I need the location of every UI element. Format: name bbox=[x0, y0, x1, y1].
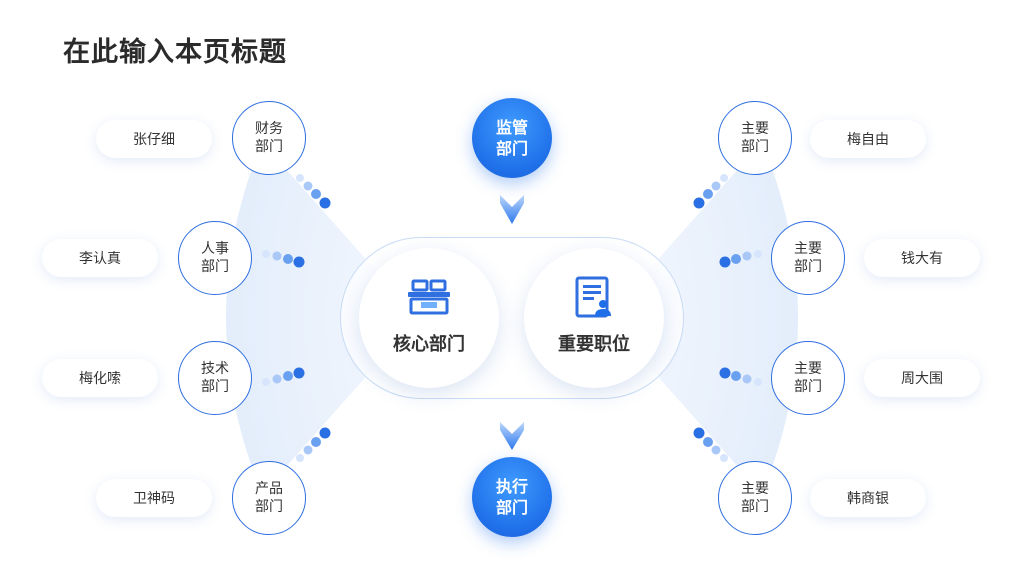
connector-dots-left-2 bbox=[262, 250, 305, 268]
toolbox-icon bbox=[408, 279, 450, 315]
right-fan bbox=[606, 142, 798, 494]
person-pill-right-1: 梅自由 bbox=[810, 120, 926, 158]
connector-dots-left-3 bbox=[262, 367, 305, 386]
connector-dots-right-4 bbox=[693, 427, 728, 462]
person-pill-left-4: 卫神码 bbox=[96, 479, 212, 517]
dept-label: 产品部门 bbox=[255, 481, 283, 515]
bottom-node-label: 执行部门 bbox=[495, 477, 528, 517]
dept-node-main-2[interactable]: 主要部门 bbox=[771, 221, 845, 295]
dept-node-product[interactable]: 产品部门 bbox=[232, 461, 306, 535]
dept-node-hr[interactable]: 人事部门 bbox=[178, 221, 252, 295]
left-fan bbox=[226, 142, 418, 494]
page-title: 在此输入本页标题 bbox=[63, 37, 287, 68]
dept-label: 技术部门 bbox=[201, 361, 229, 395]
connector-dots-right-3 bbox=[719, 367, 762, 386]
dept-node-finance[interactable]: 财务部门 bbox=[232, 101, 306, 175]
document-person-icon bbox=[575, 276, 611, 318]
dept-label: 主要部门 bbox=[794, 361, 822, 395]
connector-dots-right-2 bbox=[719, 250, 762, 268]
arrow-down-icon bbox=[500, 195, 524, 224]
bottom-node-execution[interactable]: 执行部门 bbox=[472, 457, 552, 537]
dept-label: 主要部门 bbox=[741, 481, 769, 515]
core-department-label: 核心部门 bbox=[393, 334, 465, 355]
dept-node-main-3[interactable]: 主要部门 bbox=[771, 341, 845, 415]
dept-label: 财务部门 bbox=[255, 121, 283, 155]
dept-node-tech[interactable]: 技术部门 bbox=[178, 341, 252, 415]
arrow-down-icon bbox=[500, 422, 524, 450]
person-pill-right-2: 钱大有 bbox=[864, 239, 980, 277]
person-pill-left-2: 李认真 bbox=[42, 239, 158, 277]
core-department-node[interactable]: 核心部门 bbox=[359, 248, 499, 388]
person-pill-left-3: 梅化嗦 bbox=[42, 359, 158, 397]
connector-dots-right-1 bbox=[693, 174, 728, 209]
dept-label: 主要部门 bbox=[741, 121, 769, 155]
dept-node-main-4[interactable]: 主要部门 bbox=[718, 461, 792, 535]
person-pill-right-4: 韩商银 bbox=[810, 479, 926, 517]
dept-label: 主要部门 bbox=[794, 241, 822, 275]
person-pill-left-1: 张仔细 bbox=[96, 120, 212, 158]
connector-dots-left-4 bbox=[296, 427, 331, 462]
top-node-label: 监管部门 bbox=[495, 118, 528, 158]
person-pill-right-3: 周大围 bbox=[864, 359, 980, 397]
dept-label: 人事部门 bbox=[201, 241, 229, 275]
key-position-label: 重要职位 bbox=[558, 334, 630, 355]
connector-dots-left-1 bbox=[296, 174, 331, 209]
top-node-supervision[interactable]: 监管部门 bbox=[472, 98, 552, 178]
key-position-node[interactable]: 重要职位 bbox=[524, 248, 664, 388]
dept-node-main-1[interactable]: 主要部门 bbox=[718, 101, 792, 175]
